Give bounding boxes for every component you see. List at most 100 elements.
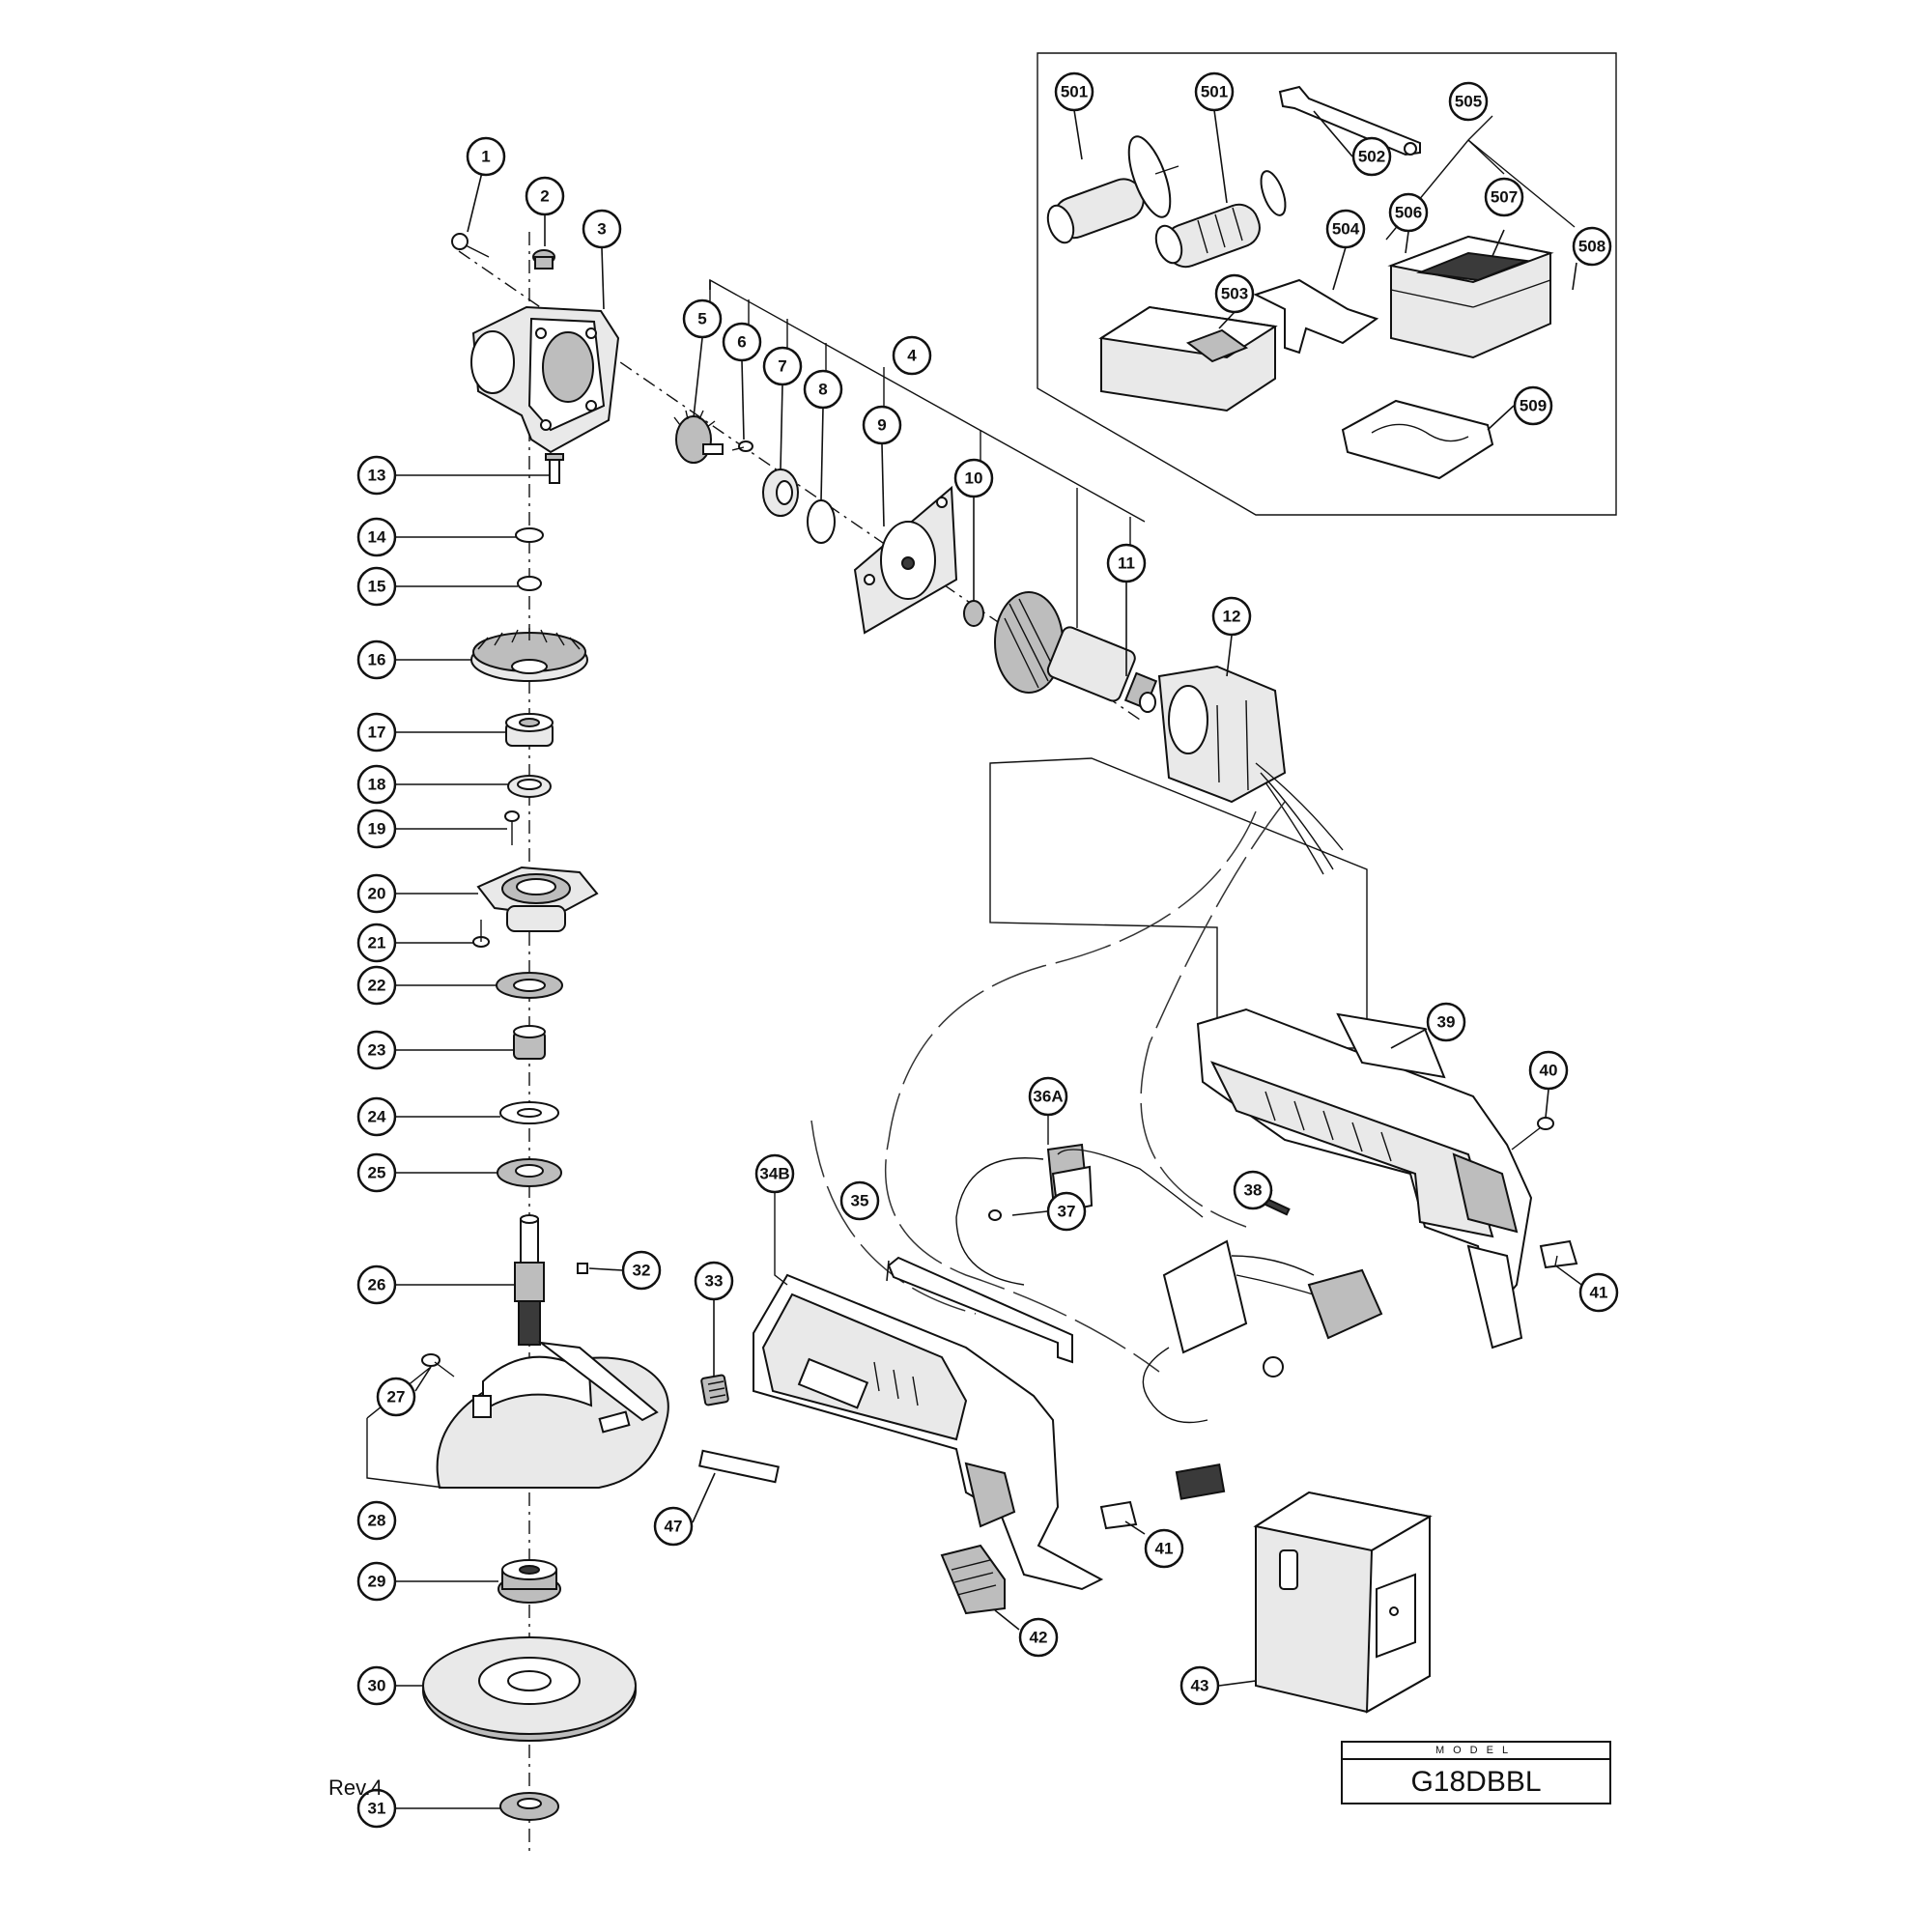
retaining-ring-part [515,527,544,543]
motor-axis [458,250,1141,721]
callout-7[interactable]: 7 [762,346,803,386]
callout-31[interactable]: 31 [356,1788,397,1829]
callout-36A[interactable]: 36A [1028,1076,1068,1117]
callout-3[interactable]: 3 [582,209,622,249]
switch-lever-part [940,1544,1006,1615]
stator-part [1157,665,1344,875]
callout-501-left[interactable]: 501 [1054,71,1094,112]
callout-28[interactable]: 28 [356,1500,397,1541]
callout-15[interactable]: 15 [356,566,397,607]
callout-503[interactable]: 503 [1214,273,1255,314]
callout-17[interactable]: 17 [356,712,397,753]
ventilation-label-part [1539,1239,1578,1269]
svg-text:509: 509 [1520,397,1547,415]
callout-43[interactable]: 43 [1179,1665,1220,1706]
gland-screw-part [472,920,490,948]
callout-18[interactable]: 18 [356,764,397,805]
grinding-wheel-part [422,1636,637,1742]
svg-text:35: 35 [851,1192,869,1210]
callout-33[interactable]: 33 [694,1261,734,1301]
callout-509[interactable]: 509 [1513,385,1553,426]
callout-38[interactable]: 38 [1233,1170,1273,1210]
callout-20[interactable]: 20 [356,873,397,914]
callout-32[interactable]: 32 [621,1250,662,1291]
pinion-screw-part [731,440,753,452]
accessory-panel [1037,52,1617,516]
callout-1[interactable]: 1 [466,136,506,177]
callout-26[interactable]: 26 [356,1264,397,1305]
svg-text:18: 18 [368,776,386,794]
callout-21[interactable]: 21 [356,923,397,963]
callout-24[interactable]: 24 [356,1096,397,1137]
callout-11[interactable]: 11 [1106,543,1147,583]
housing-label-part [1336,1012,1446,1079]
svg-text:8: 8 [818,381,827,399]
callout-4[interactable]: 4 [892,335,932,376]
housing-strip-part [887,1256,1073,1364]
callout-506[interactable]: 506 [1388,192,1429,233]
side-handle-ribbed-part [1154,170,1287,269]
callout-34B[interactable]: 34B [754,1153,795,1194]
bearing-ring-part [507,775,552,798]
model-box: MODEL G18DBBL [1341,1741,1611,1804]
callout-13[interactable]: 13 [356,455,397,496]
svg-text:41: 41 [1590,1284,1608,1302]
svg-text:503: 503 [1221,285,1248,303]
svg-text:40: 40 [1540,1062,1558,1080]
svg-text:28: 28 [368,1512,386,1530]
callout-40[interactable]: 40 [1528,1050,1569,1091]
svg-text:501: 501 [1061,83,1088,101]
callout-30[interactable]: 30 [356,1665,397,1706]
callout-504[interactable]: 504 [1325,209,1366,249]
svg-text:20: 20 [368,885,386,903]
callout-505[interactable]: 505 [1448,81,1489,122]
callout-9[interactable]: 9 [862,405,902,445]
callout-508[interactable]: 508 [1572,226,1612,267]
callout-14[interactable]: 14 [356,517,397,557]
svg-text:506: 506 [1395,204,1422,222]
callout-12[interactable]: 12 [1211,596,1252,637]
svg-text:30: 30 [368,1677,386,1695]
svg-text:38: 38 [1244,1181,1263,1200]
svg-text:23: 23 [368,1041,386,1060]
svg-text:34B: 34B [759,1165,789,1183]
callout-29[interactable]: 29 [356,1561,397,1602]
callout-47[interactable]: 47 [653,1506,694,1547]
callout-8[interactable]: 8 [803,369,843,410]
callout-5[interactable]: 5 [682,298,723,339]
case-inlay-part [1341,399,1494,480]
svg-text:13: 13 [368,467,386,485]
svg-text:12: 12 [1223,608,1241,626]
svg-text:39: 39 [1437,1013,1456,1032]
svg-text:42: 42 [1030,1629,1048,1647]
svg-text:9: 9 [877,416,886,435]
svg-text:19: 19 [368,820,386,838]
svg-text:26: 26 [368,1276,386,1294]
callout-507[interactable]: 507 [1484,177,1524,217]
svg-text:7: 7 [778,357,786,376]
callout-41-right[interactable]: 41 [1578,1272,1619,1313]
washer-part [517,576,542,591]
callout-501-right[interactable]: 501 [1194,71,1235,112]
callout-25[interactable]: 25 [356,1152,397,1193]
svg-text:25: 25 [368,1164,386,1182]
callout-2[interactable]: 2 [525,176,565,216]
callout-19[interactable]: 19 [356,809,397,849]
callout-6[interactable]: 6 [722,322,762,362]
callout-39[interactable]: 39 [1426,1002,1466,1042]
svg-text:41: 41 [1155,1540,1174,1558]
model-code: G18DBBL [1410,1766,1542,1798]
callout-23[interactable]: 23 [356,1030,397,1070]
callout-41-left[interactable]: 41 [1144,1528,1184,1569]
callout-27[interactable]: 27 [376,1377,416,1417]
callout-22[interactable]: 22 [356,965,397,1006]
callout-10[interactable]: 10 [953,458,994,498]
svg-text:43: 43 [1191,1677,1209,1695]
callout-502[interactable]: 502 [1351,136,1392,177]
callout-37[interactable]: 37 [1046,1191,1087,1232]
flat-washer-part [499,1101,559,1124]
tapping-screw-part [504,810,520,845]
callout-42[interactable]: 42 [1018,1617,1059,1658]
callout-16[interactable]: 16 [356,639,397,680]
callout-35[interactable]: 35 [839,1180,880,1221]
